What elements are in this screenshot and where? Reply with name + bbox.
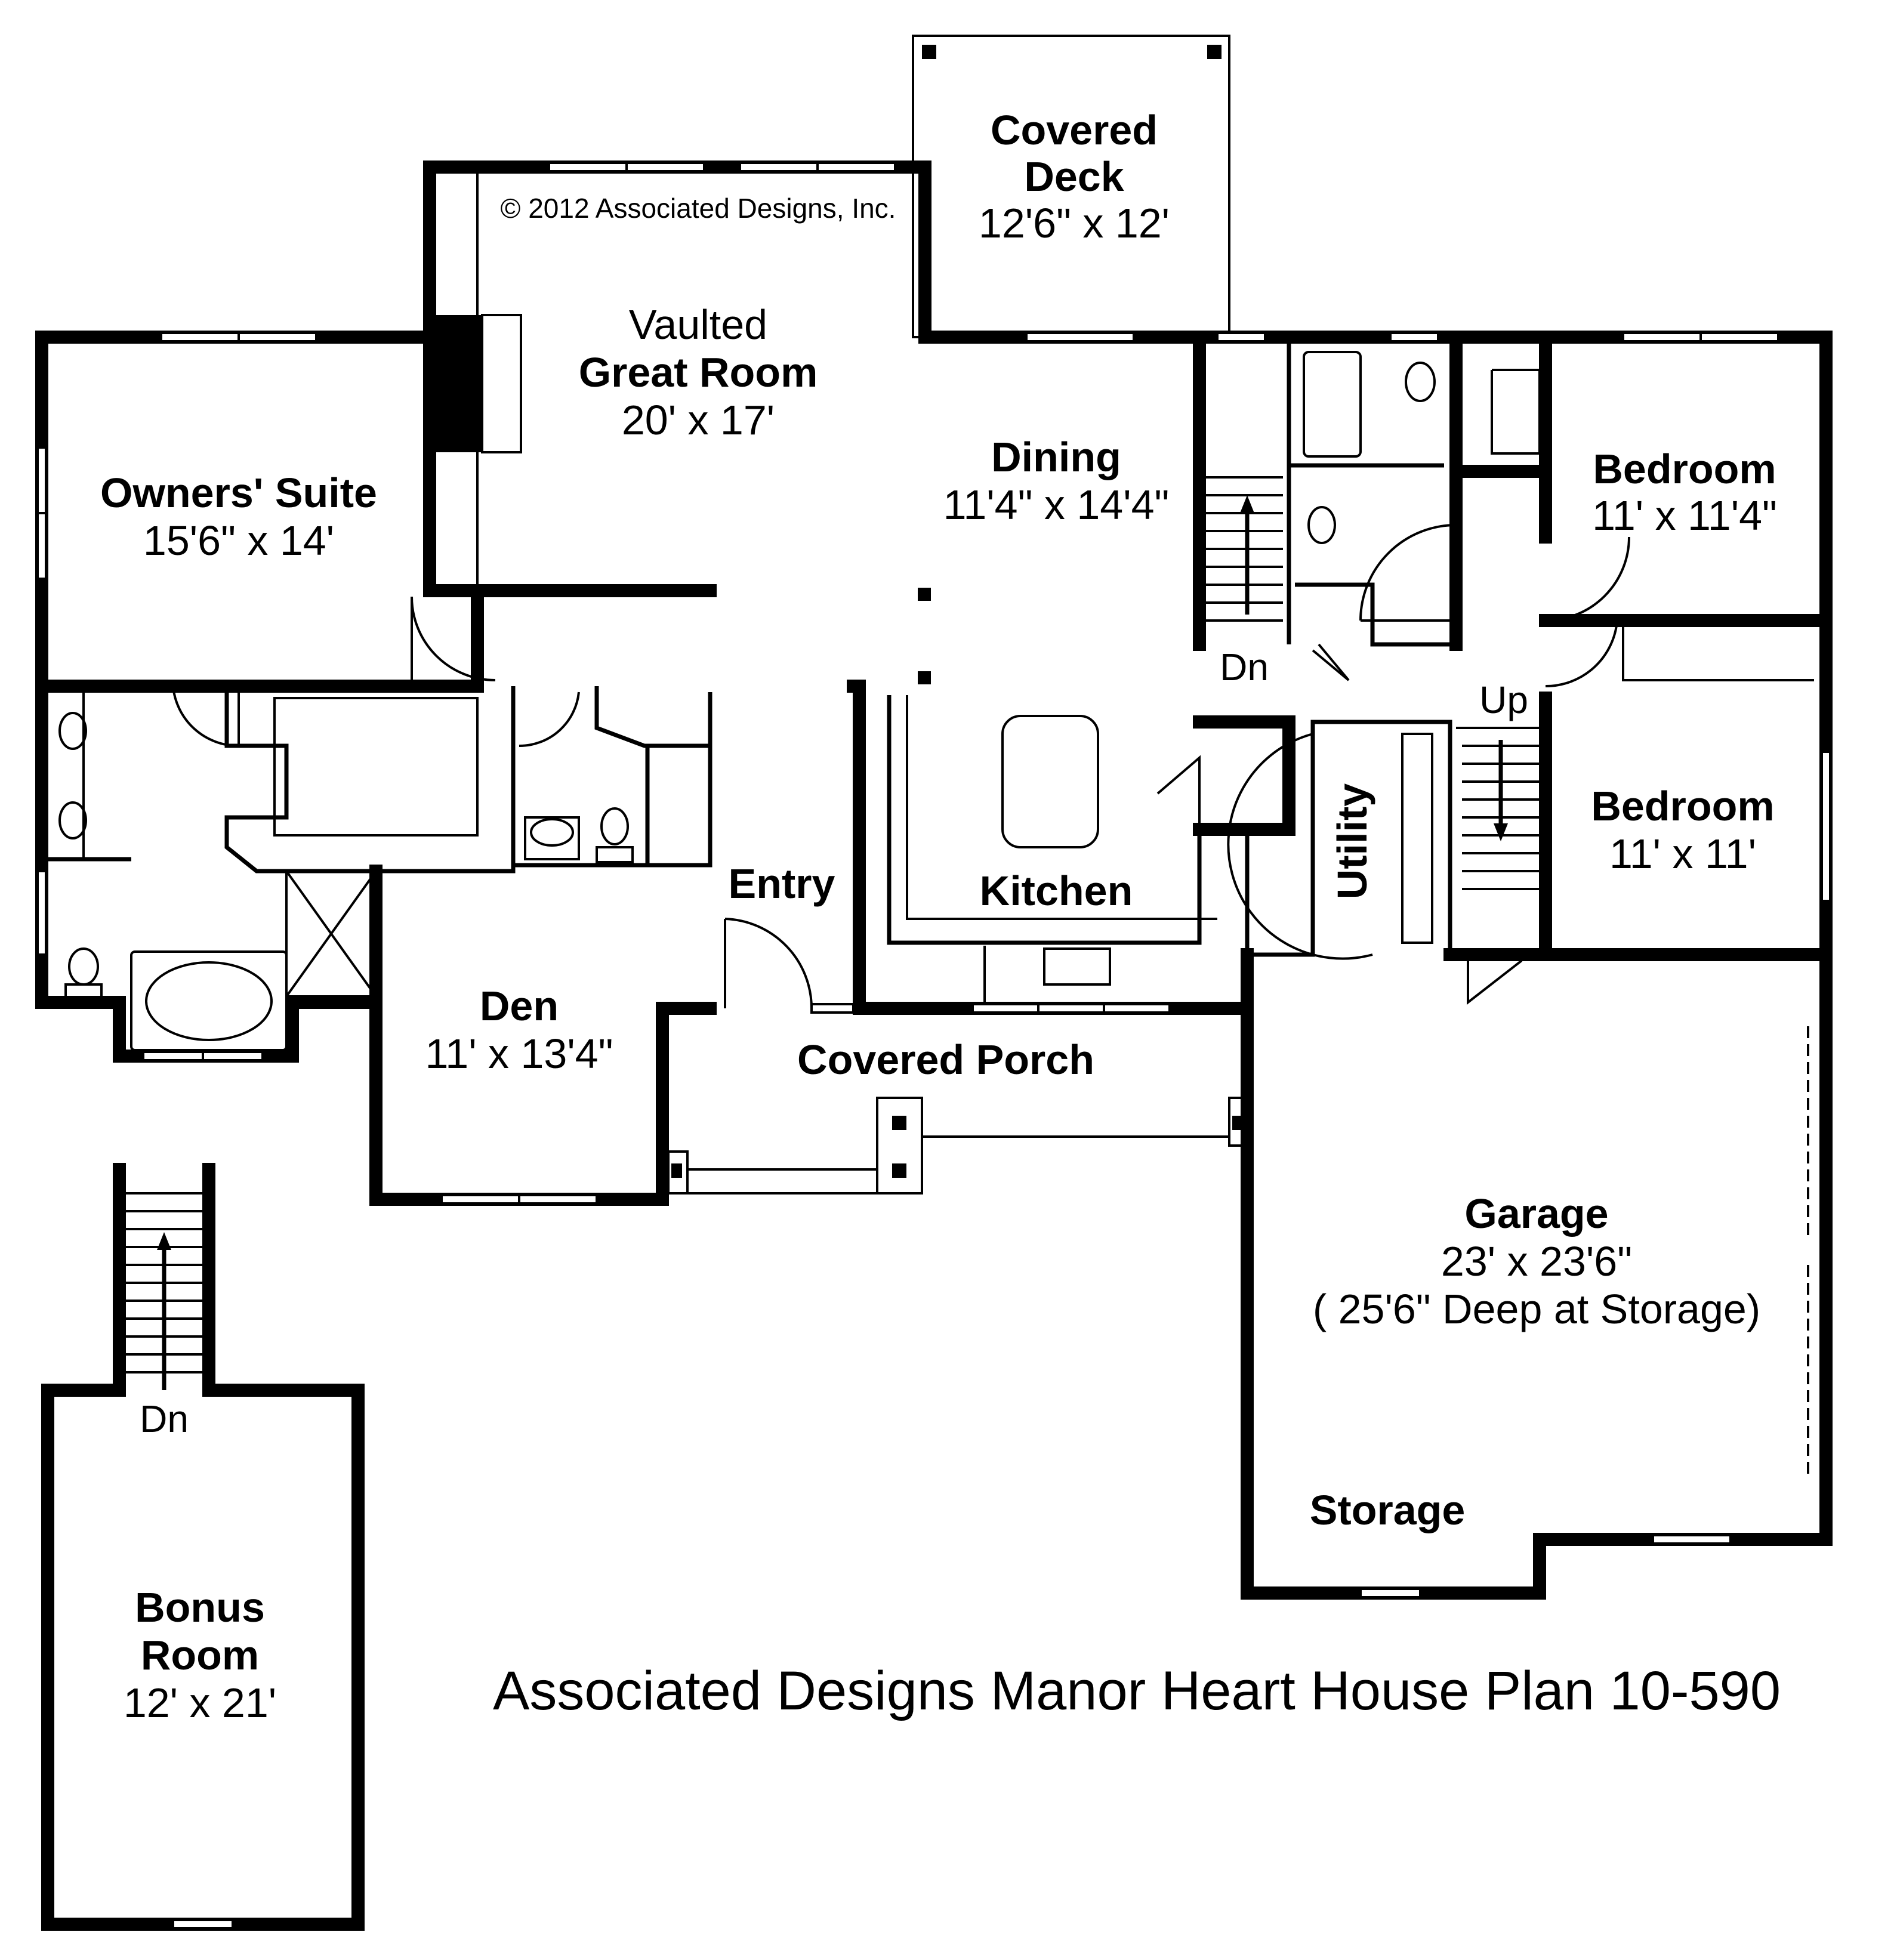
utility-label: Utility (1329, 783, 1375, 900)
storage-label: Storage (1310, 1487, 1466, 1533)
covered-deck-size: 12'6" x 12' (979, 200, 1170, 246)
bonus-room-label-1: Bonus (135, 1584, 265, 1631)
garage-label: Garage (1464, 1190, 1608, 1237)
covered-deck-label-1: Covered (991, 107, 1158, 153)
bonus-stair-down-label: Dn (140, 1397, 189, 1440)
bedroom-1-size: 11' x 11'4" (1592, 492, 1777, 539)
den-size: 11' x 13'4" (425, 1030, 613, 1077)
doors (172, 524, 1630, 1009)
bonus-room-label-2: Room (141, 1632, 259, 1678)
den-label: Den (480, 983, 559, 1029)
dining-size: 11'4" x 14'4" (943, 481, 1170, 528)
bonus-room-size: 12' x 21' (124, 1680, 276, 1726)
great-room-qualifier: Vaulted (629, 301, 767, 348)
entry-label: Entry (729, 860, 835, 907)
great-room-size: 20' x 17' (622, 397, 775, 443)
windows (36, 162, 1831, 1930)
bedroom-1-label: Bedroom (1593, 446, 1776, 492)
garage-note: ( 25'6" Deep at Storage) (1313, 1286, 1760, 1332)
stair-up-label: Up (1479, 678, 1528, 721)
bedroom-2-size: 11' x 11' (1609, 831, 1756, 877)
kitchen-label: Kitchen (980, 868, 1133, 914)
stair-down-label: Dn (1220, 646, 1269, 689)
bedroom-2-label: Bedroom (1591, 783, 1774, 829)
copyright-text: © 2012 Associated Designs, Inc. (501, 193, 896, 224)
great-room-label: Great Room (579, 349, 818, 396)
interior-walls (35, 35, 1833, 1480)
covered-porch-label: Covered Porch (797, 1036, 1094, 1083)
garage-size: 23' x 23'6" (1441, 1238, 1632, 1285)
covered-deck-label-2: Deck (1024, 153, 1124, 200)
plan-title: Associated Designs Manor Heart House Pla… (493, 1660, 1781, 1721)
owners-suite-size: 15'6" x 14' (143, 517, 334, 564)
dining-label: Dining (991, 434, 1121, 480)
stair-treads (1205, 476, 1283, 622)
owners-suite-label: Owners' Suite (100, 470, 377, 516)
